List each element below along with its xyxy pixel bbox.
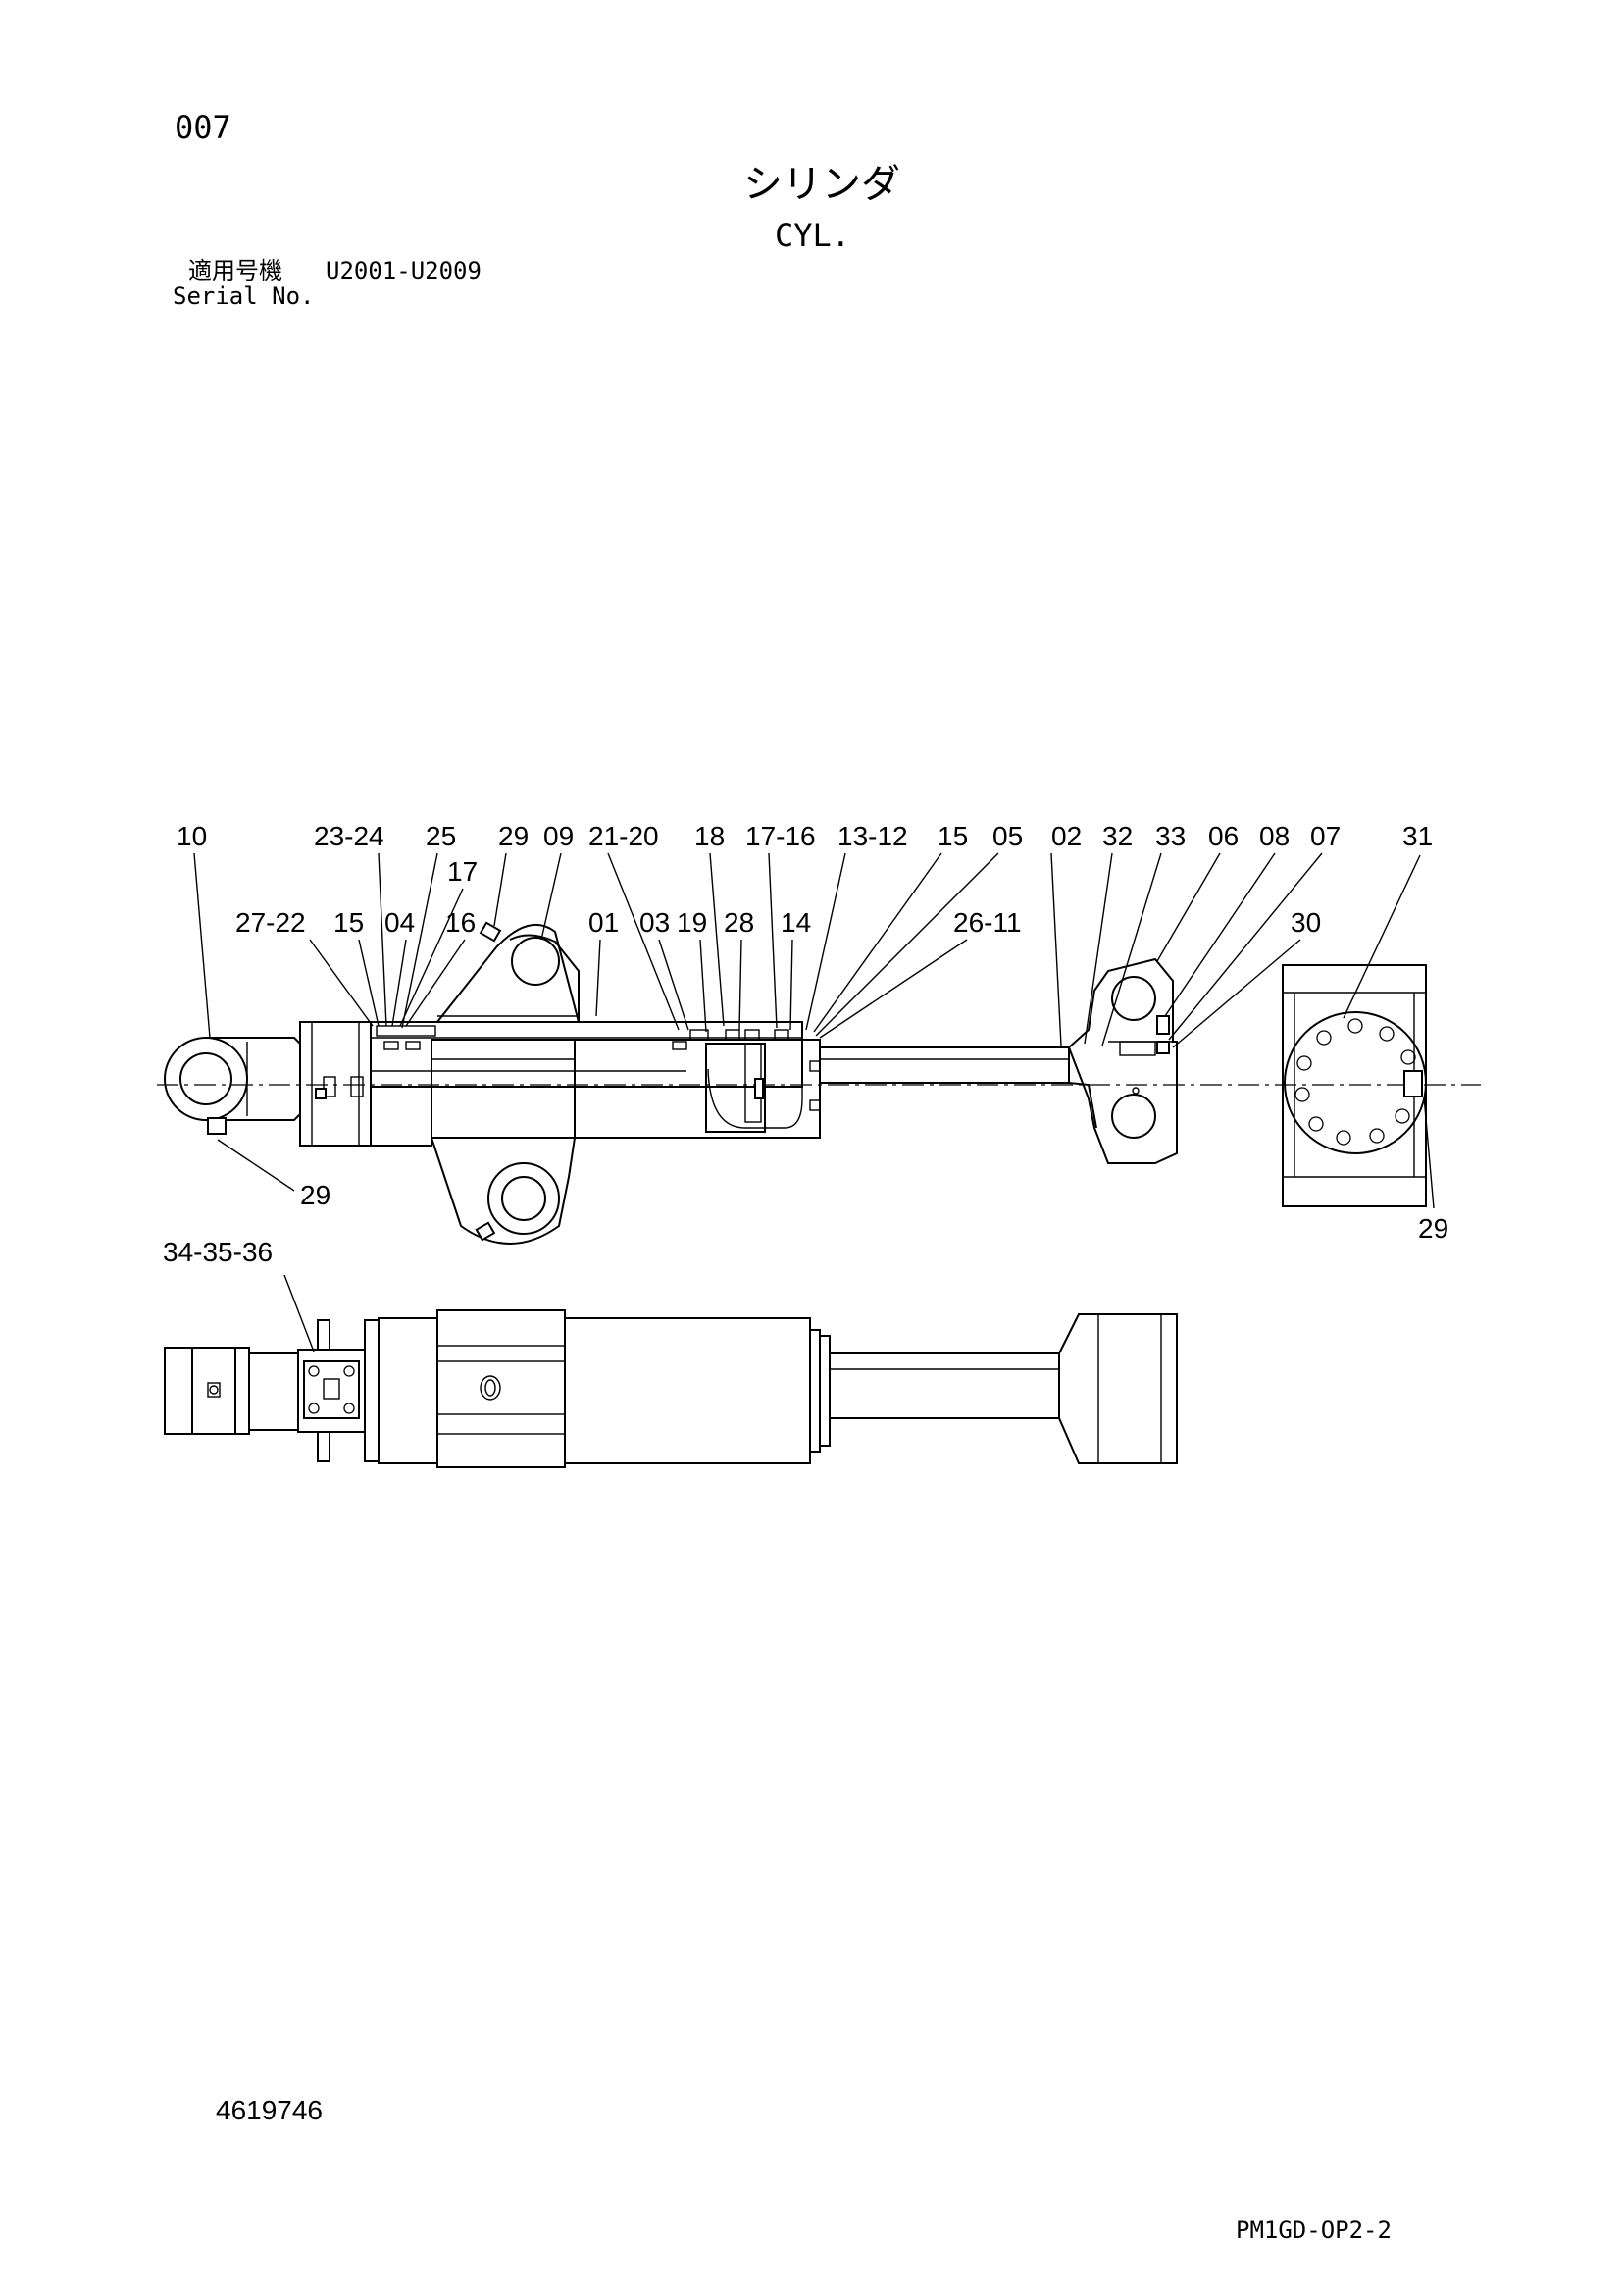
piston-rod bbox=[819, 1046, 1097, 1129]
callout-07: 07 bbox=[1310, 821, 1341, 851]
callout-19: 19 bbox=[677, 907, 707, 938]
bottom-lug bbox=[431, 1137, 576, 1245]
callout-15-top: 15 bbox=[938, 821, 968, 851]
callout-03: 03 bbox=[639, 907, 670, 938]
callout-16: 16 bbox=[445, 907, 476, 938]
top-lug-09 bbox=[436, 921, 580, 1023]
serial-label-japanese: 適用号機 bbox=[188, 257, 282, 284]
callout-26-11: 26-11 bbox=[953, 907, 1022, 938]
callout-34-35-36: 34-35-36 bbox=[163, 1237, 273, 1267]
rod-end-block bbox=[299, 1021, 372, 1147]
callout-17-16: 17-16 bbox=[745, 821, 816, 851]
page-number: 007 bbox=[175, 109, 231, 146]
callout-13-12: 13-12 bbox=[837, 821, 908, 851]
callout-27-22: 27-22 bbox=[235, 907, 306, 938]
callout-31: 31 bbox=[1402, 821, 1433, 851]
callout-09: 09 bbox=[543, 821, 574, 851]
cylinder-tube bbox=[370, 1021, 821, 1147]
callout-30: 30 bbox=[1291, 907, 1321, 938]
callout-15-mid: 15 bbox=[333, 907, 364, 938]
rod-eye bbox=[164, 1037, 301, 1135]
callout-10: 10 bbox=[177, 821, 207, 851]
callout-33: 33 bbox=[1155, 821, 1186, 851]
title-english: CYL. bbox=[775, 217, 851, 254]
end-flange-view bbox=[1282, 964, 1427, 1207]
callout-18: 18 bbox=[694, 821, 725, 851]
callout-04: 04 bbox=[384, 907, 415, 938]
cylinder-section-view: 10 23-24 25 29 09 21-20 18 17-16 13-12 1… bbox=[157, 821, 1481, 1352]
callout-32: 32 bbox=[1102, 821, 1133, 851]
callout-labels: 10 23-24 25 29 09 21-20 18 17-16 13-12 1… bbox=[163, 821, 1448, 1267]
callout-21-20: 21-20 bbox=[588, 821, 659, 851]
callout-29-left: 29 bbox=[300, 1180, 330, 1210]
callout-29-right: 29 bbox=[1418, 1213, 1448, 1244]
sheet-code: PM1GD-OP2-2 bbox=[1236, 2217, 1392, 2244]
callout-29-top: 29 bbox=[498, 821, 529, 851]
serial-range: U2001-U2009 bbox=[326, 257, 482, 284]
callout-05: 05 bbox=[992, 821, 1023, 851]
callout-25: 25 bbox=[426, 821, 456, 851]
drawing-number: 4619746 bbox=[216, 2095, 324, 2125]
callout-17: 17 bbox=[447, 856, 478, 887]
leader-lines-top bbox=[193, 852, 1435, 1352]
callout-08: 08 bbox=[1259, 821, 1290, 851]
callout-02: 02 bbox=[1051, 821, 1082, 851]
callout-28: 28 bbox=[724, 907, 754, 938]
callout-14: 14 bbox=[781, 907, 811, 938]
serial-label-english: Serial No. bbox=[173, 282, 315, 310]
title-japanese: シリンダ bbox=[743, 162, 900, 207]
callout-01: 01 bbox=[588, 907, 619, 938]
callout-06: 06 bbox=[1208, 821, 1239, 851]
head-block bbox=[1067, 957, 1178, 1164]
callout-23-24: 23-24 bbox=[314, 821, 384, 851]
cylinder-plan-view bbox=[164, 1309, 1178, 1468]
